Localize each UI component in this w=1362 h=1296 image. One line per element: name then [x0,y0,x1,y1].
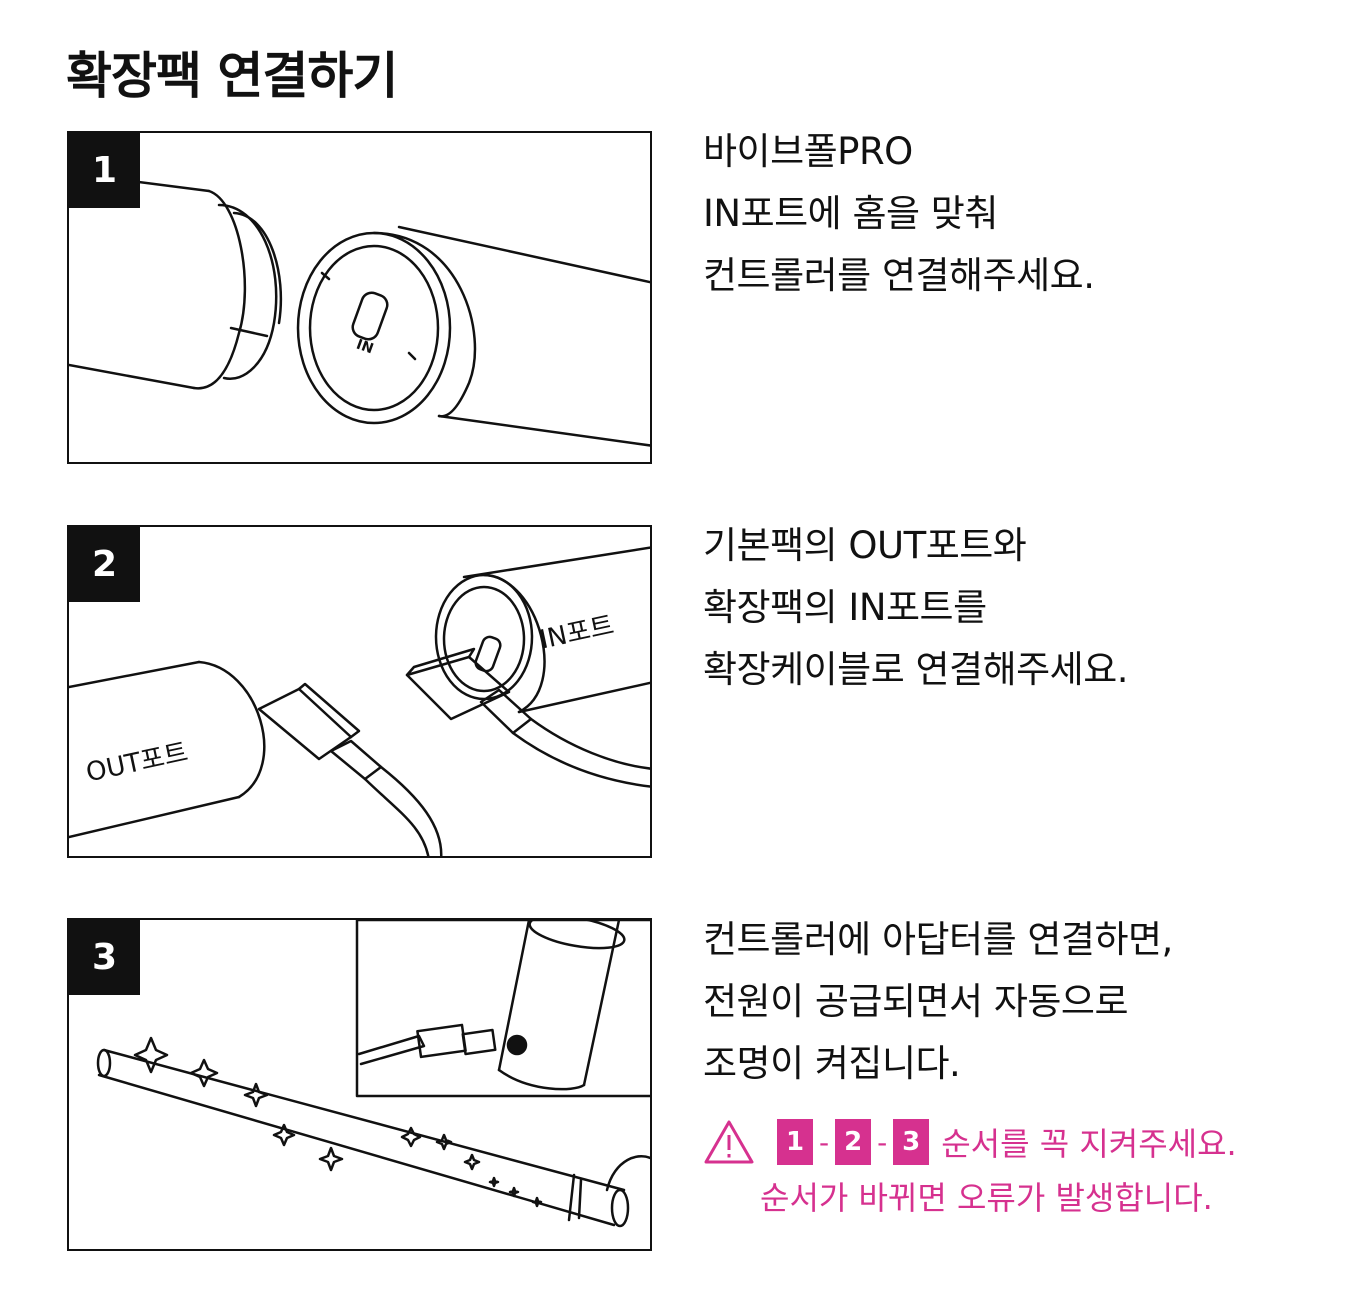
step-number: 2 [69,527,140,602]
adapter-inset [355,920,650,1098]
step-2-description: 기본팩의 OUT포트와 확장팩의 IN포트를 확장케이블로 연결해주세요. [703,515,1129,701]
warning-line-1: 순서를 꼭 지켜주세요. [941,1125,1237,1163]
step-1-line-1: 바이브폴PRO [703,130,913,173]
warning-triangle-icon [704,1120,754,1164]
step-number: 1 [69,133,140,208]
step-3-line-3: 조명이 켜집니다. [703,1042,961,1085]
step-number: 3 [69,920,140,995]
step-2-line-2: 확장팩의 IN포트를 [703,586,987,629]
order-warning: 1 - 2 - 3 순서를 꼭 지켜주세요. 순서가 바뀌면 오류가 발생합니다… [703,1115,1237,1217]
in-port-mark: IN [354,337,375,358]
order-separator: - [819,1125,830,1159]
extension-cable-drawing [69,546,650,856]
step-1-line-3: 컨트롤러를 연결해주세요. [703,254,1095,297]
step-3-illustration: 3 [67,918,652,1251]
controller-and-pack-drawing: IN [69,171,650,447]
step-3-line-1: 컨트롤러에 아답터를 연결하면, [703,918,1173,961]
step-2-line-3: 확장케이블로 연결해주세요. [703,648,1129,691]
order-badge-1: 1 [777,1119,813,1165]
lit-stick-drawing [96,920,650,1228]
warning-line-2: 순서가 바뀌면 오류가 발생합니다. [760,1179,1213,1217]
step-1-line-2: IN포트에 홈을 맞춰 [703,192,998,235]
step-1-description: 바이브폴PRO IN포트에 홈을 맞춰 컨트롤러를 연결해주세요. [703,121,1095,307]
step-3-line-2: 전원이 공급되면서 자동으로 [703,980,1129,1023]
step-2-line-1: 기본팩의 OUT포트와 [703,524,1027,567]
step-2-illustration: OUT포트 IN포트 2 [67,525,652,858]
step-1-illustration: IN 1 [67,131,652,464]
page-title: 확장팩 연결하기 [66,47,398,105]
order-separator: - [877,1125,888,1159]
order-badge-3: 3 [893,1119,930,1165]
step-3-description: 컨트롤러에 아답터를 연결하면, 전원이 공급되면서 자동으로 조명이 켜집니다… [703,909,1173,1095]
order-badge-2: 2 [835,1119,872,1165]
